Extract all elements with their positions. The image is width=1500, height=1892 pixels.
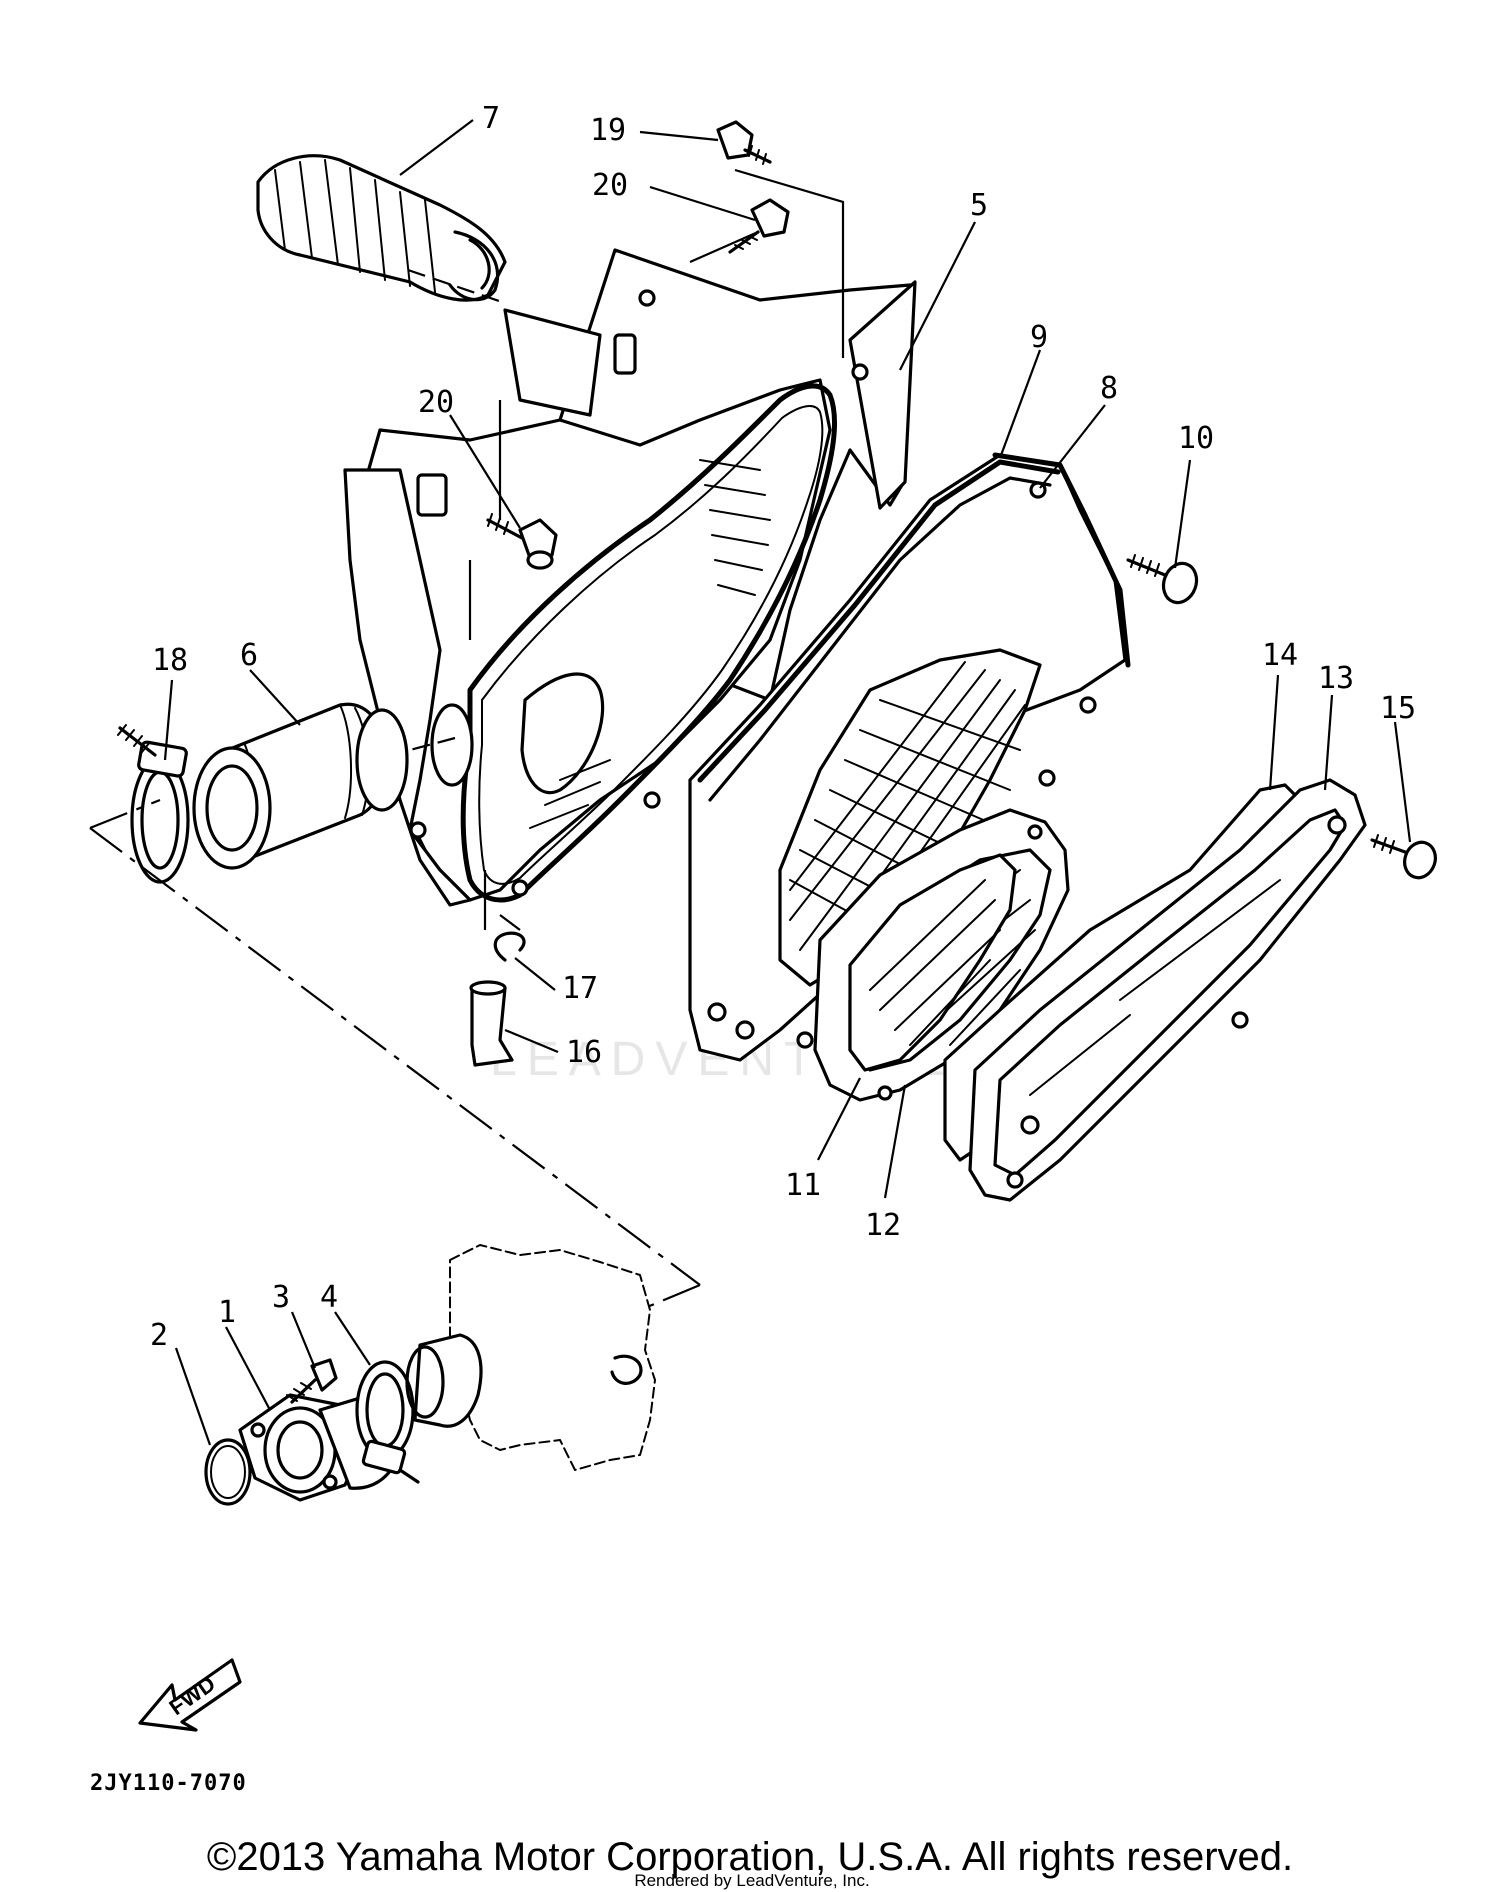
part-13-cover <box>968 778 1367 1202</box>
callout-9: 9 <box>1030 320 1048 355</box>
callout-numbers: 7 19 20 5 9 8 10 20 6 18 14 13 15 17 16 … <box>150 101 1416 1353</box>
engine-outline <box>405 1244 656 1471</box>
callout-7: 7 <box>482 101 500 136</box>
part-9-air-box-cap <box>688 453 1127 1062</box>
callout-20-lower: 20 <box>418 385 454 420</box>
callout-6: 6 <box>240 638 258 673</box>
part-4-hose-clamp <box>355 1360 420 1484</box>
callout-17: 17 <box>562 971 598 1006</box>
callout-19: 19 <box>590 113 626 148</box>
part-16-drain-hose <box>469 980 514 1067</box>
part-3-bolt <box>286 1358 338 1404</box>
part-5-air-box-housing <box>343 248 917 907</box>
callout-1: 1 <box>218 1295 236 1330</box>
callout-18: 18 <box>152 643 188 678</box>
callout-4: 4 <box>320 1280 338 1315</box>
callout-10: 10 <box>1178 421 1214 456</box>
part-15-screw <box>1370 834 1437 880</box>
callout-5: 5 <box>970 188 988 223</box>
callout-20-upper: 20 <box>592 168 628 203</box>
callout-leaders <box>163 119 1412 1446</box>
fwd-arrow: FWD <box>138 1658 242 1732</box>
callout-12: 12 <box>865 1208 901 1243</box>
callout-3: 3 <box>272 1280 290 1315</box>
callout-13: 13 <box>1318 661 1354 696</box>
part-18-hose-clamp <box>117 724 190 884</box>
assembly-reference-lines <box>89 168 845 1312</box>
part-19-bolt <box>716 120 772 165</box>
callout-16: 16 <box>566 1035 602 1070</box>
part-17-clip <box>493 931 526 962</box>
callout-2: 2 <box>150 1318 168 1353</box>
callout-8: 8 <box>1100 371 1118 406</box>
diagram-code: 2JY110-7070 <box>90 1771 247 1796</box>
part-20-bolt-upper <box>728 198 790 254</box>
part-2-o-ring <box>204 1438 252 1506</box>
part-12-element <box>848 853 1017 1072</box>
part-6-joint <box>192 702 409 870</box>
part-20-bolt-lower <box>486 513 558 570</box>
callout-15: 15 <box>1380 691 1416 726</box>
rendered-by: Rendered by LeadVenture, Inc. <box>634 1871 869 1890</box>
copyright-notice: ©2013 Yamaha Motor Corporation, U.S.A. A… <box>207 1835 1293 1879</box>
part-10-screw <box>1126 554 1199 605</box>
callout-14: 14 <box>1262 638 1298 673</box>
callout-11: 11 <box>785 1168 821 1203</box>
part-7-intake-duct <box>256 154 507 302</box>
